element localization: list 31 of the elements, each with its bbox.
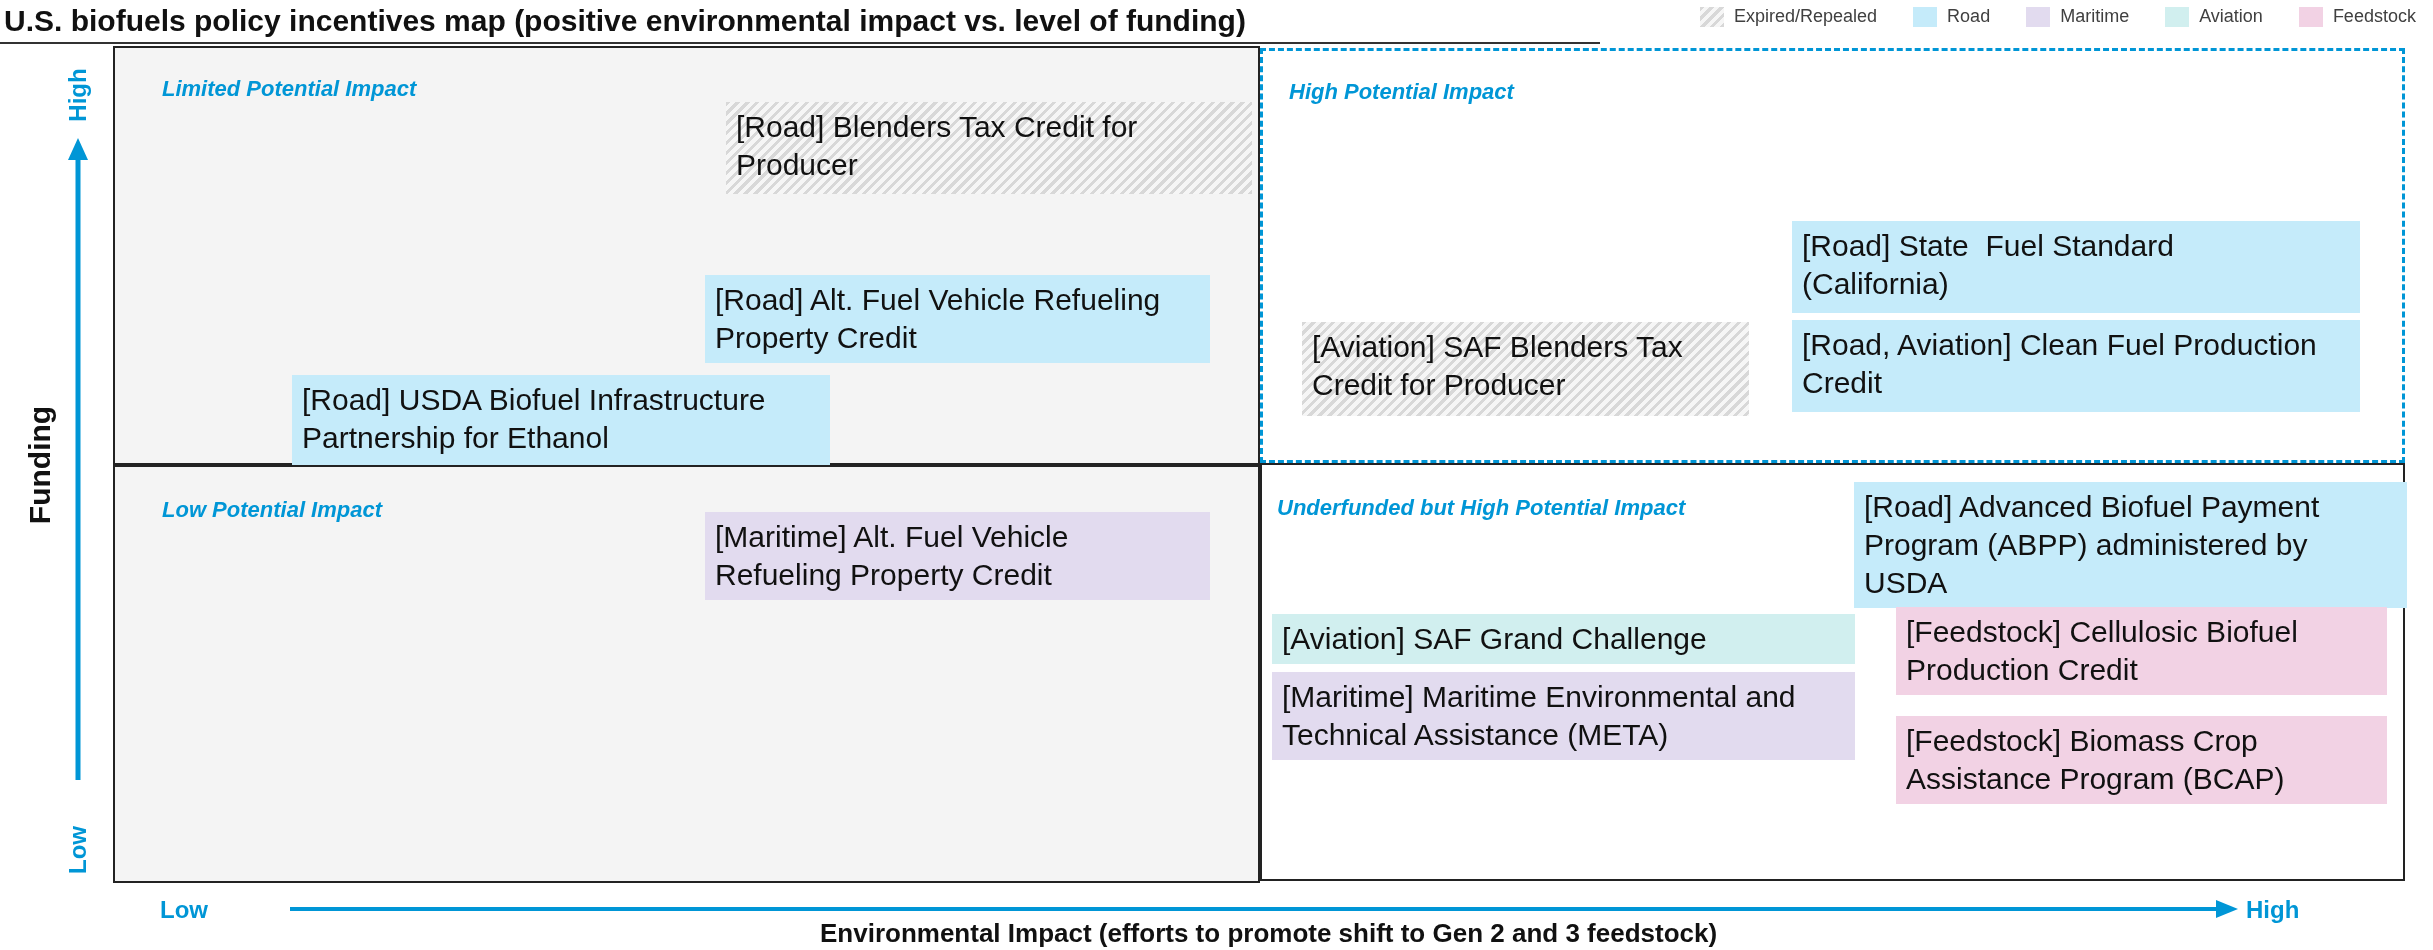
axis-tick-label: High [2246, 896, 2300, 924]
policy-box: [Aviation] SAF Blenders Tax Credit for Producer [1302, 322, 1749, 416]
quadrant-heading: Low Potential Impact [162, 497, 383, 523]
legend-label: Maritime [2060, 6, 2130, 27]
policy-box: [Road] Advanced Biofuel Payment Program (ABPP) administered by USDA [1854, 482, 2407, 608]
policy-box: [Feedstock] Cellulosic Biofuel Production Credit [1896, 607, 2387, 695]
chart-title: U.S. biofuels policy incentives map (positive environmental impact vs. level of funding) [4, 4, 1246, 38]
axis-tick-label: Low [160, 896, 208, 924]
quadrant-heading: Limited Potential Impact [162, 76, 417, 102]
legend-label: Feedstock [2332, 6, 2416, 27]
policy-box: [Maritime] Maritime Environmental and Technical Assistance (META) [1272, 672, 1855, 760]
quadrant-heading: Underfunded but High Potential Impact [1277, 495, 1686, 521]
policy-box: [Road] USDA Biofuel Infrastructure Partnership for Ethanol [292, 375, 830, 467]
policy-box: [Aviation] SAF Grand Challenge [1272, 614, 1855, 664]
policy-box: [Feedstock] Biomass Crop Assistance Program (BCAP) [1896, 716, 2387, 804]
quadrant-panel [113, 465, 1260, 883]
axis-title: Environmental Impact (efforts to promote shift to Gen 2 and 3 feedstock) [820, 918, 1718, 949]
policy-box: [Road] Blenders Tax Credit for Producer [726, 102, 1252, 194]
quadrant-panel [1260, 463, 2405, 881]
legend-label: Expired/Repealed [1734, 6, 1878, 27]
policy-box: [Road] Alt. Fuel Vehicle Refueling Property Credit [705, 275, 1210, 363]
quadrant-heading: High Potential Impact [1289, 79, 1514, 105]
legend-label: Aviation [2199, 6, 2263, 27]
policy-box: [Road, Aviation] Clean Fuel Production Credit [1792, 320, 2360, 412]
axis-tick-label: Low [64, 826, 92, 874]
axis-title: Funding [23, 405, 57, 525]
legend-label: Road [1947, 6, 1991, 27]
axis-tick-label: High [64, 68, 92, 122]
quadrant-panel [113, 46, 1260, 465]
policy-box: [Maritime] Alt. Fuel Vehicle Refueling Property Credit [705, 512, 1210, 600]
policy-box: [Road] State Fuel Standard (California) [1792, 221, 2360, 313]
